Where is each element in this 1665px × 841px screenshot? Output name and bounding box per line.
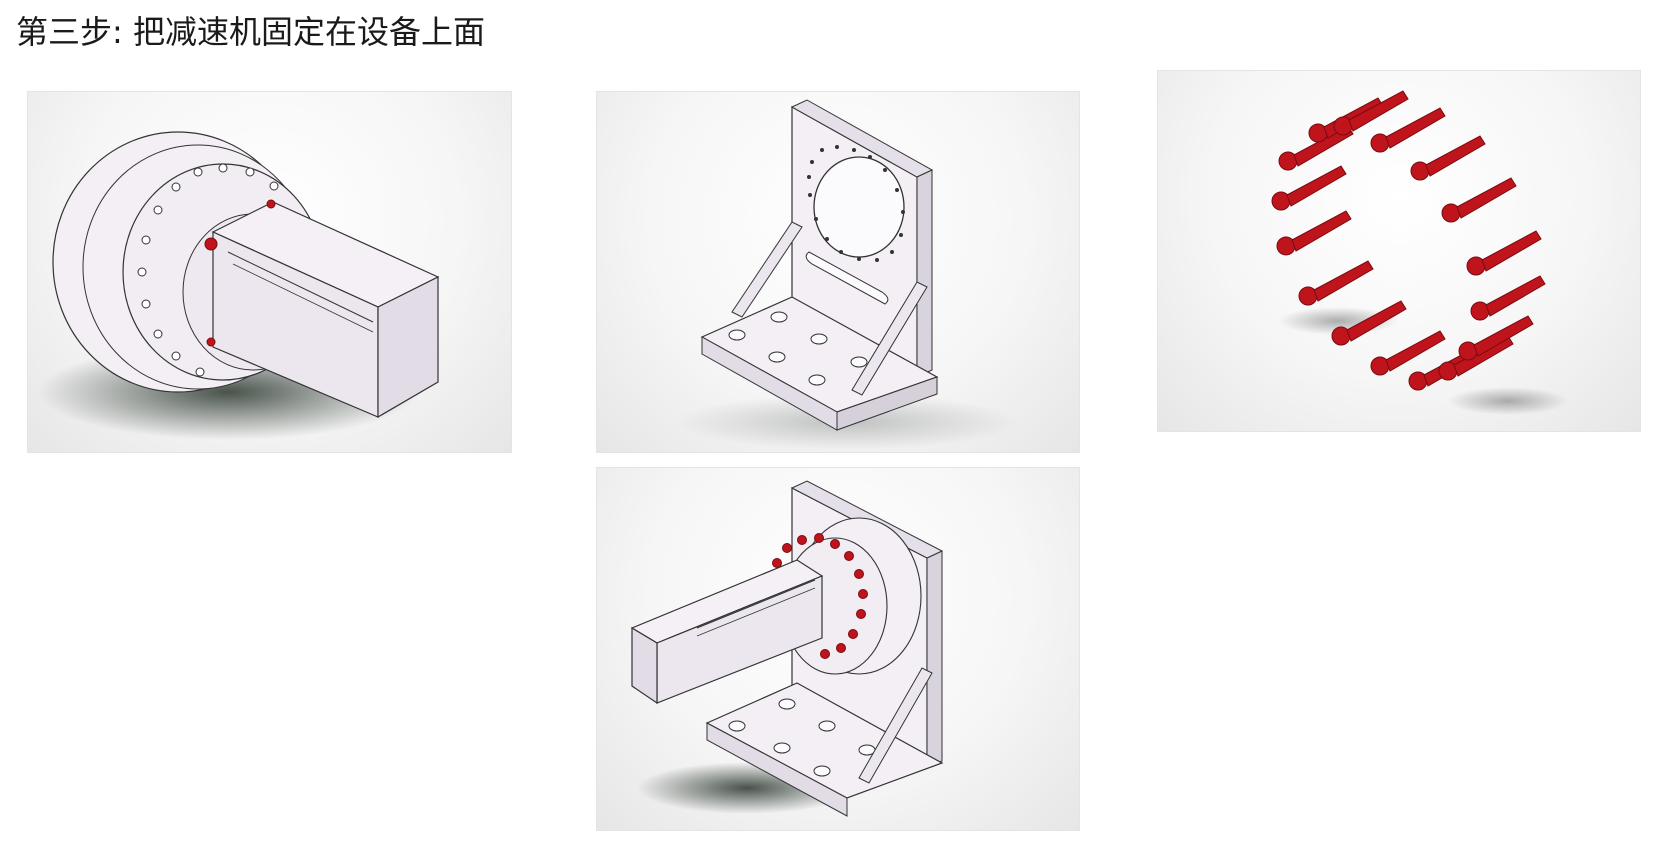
base-plate-front — [706, 722, 848, 817]
assembled-reducer-drawing — [630, 480, 944, 817]
screw-set — [1271, 90, 1546, 391]
bolt — [266, 199, 276, 209]
base-holes — [728, 698, 876, 777]
mounting-bracket-drawing — [677, 99, 1017, 450]
gusset-right — [851, 281, 928, 396]
gusset-left — [731, 221, 803, 318]
base-plate-edge — [836, 376, 938, 431]
motor-end-face — [631, 626, 658, 705]
bolt — [206, 337, 216, 347]
flange-holes — [137, 163, 279, 377]
page-title: 第三步: 把减速机固定在设备上面 — [16, 13, 485, 51]
gear-reducer-drawing — [38, 131, 440, 440]
bore-holes-ring — [807, 145, 905, 262]
bolt-ring — [772, 533, 868, 659]
back-plate-edge — [926, 550, 943, 769]
screws-drawing — [1271, 90, 1568, 415]
bolt — [204, 237, 218, 251]
motor-end-face — [377, 276, 439, 419]
shadow — [1448, 387, 1568, 415]
assembled-reducer-image — [596, 467, 1080, 831]
bore-hole — [813, 156, 905, 258]
base-holes — [728, 311, 868, 386]
screws-image — [1157, 70, 1641, 432]
gear-reducer-image — [27, 91, 512, 453]
back-plate-edge — [916, 169, 933, 378]
mounting-bracket-image — [596, 91, 1080, 453]
gusset-right — [858, 667, 933, 784]
slot — [805, 251, 889, 305]
